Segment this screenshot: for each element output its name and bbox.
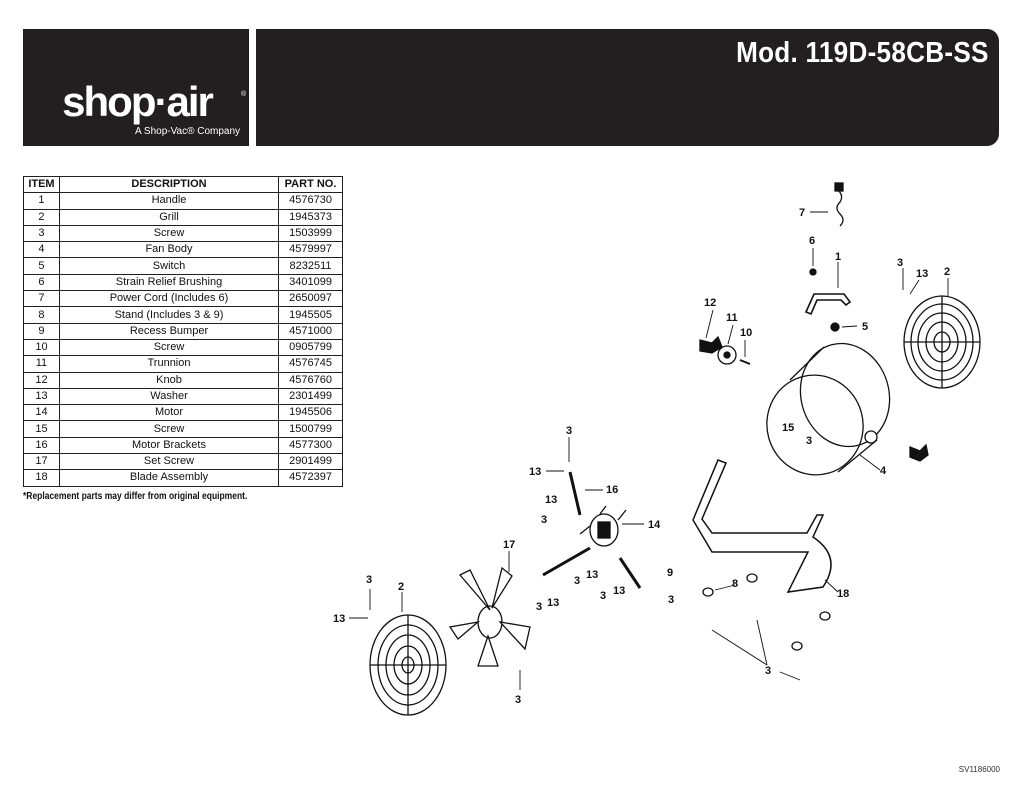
diagram-callout: 3: [515, 694, 521, 706]
part-number: 0905799: [278, 338, 343, 357]
motor-illustration: [579, 505, 627, 547]
part-number: 4576730: [278, 192, 343, 210]
diagram-callout: 3: [566, 425, 572, 437]
part-number: 2650097: [278, 290, 343, 308]
diagram-callout: 12: [704, 297, 716, 309]
grill-right-illustration: [903, 295, 981, 389]
diagram-callout: 14: [648, 519, 661, 531]
diagram-callout: 3: [897, 257, 903, 269]
blade-assembly-illustration: [448, 566, 531, 667]
part-number: 1500799: [278, 420, 343, 438]
item-number: 16: [23, 436, 60, 455]
part-description: Blade Assembly: [58, 469, 280, 487]
diagram-callout: 15: [782, 422, 794, 434]
model-title: Mod. 119D-58CB-SS: [736, 37, 989, 69]
grill-left-illustration: [369, 614, 447, 716]
diagram-callout: 10: [740, 327, 752, 339]
diagram-callout: 5: [862, 321, 868, 333]
part-number: 1503999: [278, 224, 343, 243]
diagram-callout: 18: [837, 588, 849, 600]
stand-illustration: [692, 459, 832, 593]
diagram-callout: 6: [809, 235, 815, 247]
part-number: 4572397: [278, 469, 343, 487]
recess-bumper-illustration: [702, 573, 831, 651]
part-number: 3401099: [278, 273, 343, 292]
handle-illustration: [804, 293, 852, 316]
diagram-callout: 11: [726, 312, 738, 324]
part-description: Washer: [58, 387, 280, 406]
diagram-callout: 8: [732, 578, 738, 590]
diagram-callout: 2: [944, 266, 950, 278]
item-number: 17: [23, 453, 60, 471]
part-number: 2901499: [278, 453, 343, 471]
part-number: 1945505: [278, 306, 343, 324]
brand-tagline: A Shop-Vac® Company: [135, 126, 241, 137]
document-code: SV1186000: [958, 765, 1000, 774]
trunnion-illustration: [717, 345, 737, 365]
diagram-callout: 13: [333, 613, 345, 625]
brand-logo-panel: shop·air ® A Shop-Vac® Company: [23, 29, 249, 146]
knob-right-illustration: [909, 443, 929, 462]
diagram-callout: 1: [835, 251, 841, 263]
part-number: 4579997: [278, 241, 343, 259]
diagram-callout: 3: [765, 665, 771, 677]
diagram-callout: 13: [545, 494, 557, 506]
diagram-callout: 2: [398, 581, 404, 593]
diagram-callout: 3: [806, 435, 812, 447]
diagram-callout: 13: [916, 268, 928, 280]
diagram-callout: 13: [613, 585, 625, 597]
diagram-callout: 3: [541, 514, 547, 526]
diagram-callout: 3: [574, 575, 580, 587]
part-number: 4571000: [278, 322, 343, 340]
power-cord-illustration: [834, 182, 844, 227]
motor-bracket-illustration: [568, 471, 582, 516]
part-description: Strain Relief Brushing: [58, 273, 280, 292]
item-number: 10: [23, 338, 60, 357]
diagram-callout: 13: [529, 466, 541, 478]
part-description: Trunnion: [58, 355, 280, 373]
diagram-callout: 16: [606, 484, 618, 496]
strain-relief-illustration: [809, 268, 817, 276]
diagram-callout: 17: [503, 539, 515, 551]
part-number: 4576745: [278, 355, 343, 373]
registered-mark-icon: ®: [241, 91, 247, 98]
diagram-callout: 13: [547, 597, 559, 609]
diagram-callout: 3: [600, 590, 606, 602]
diagram-callout: 3: [536, 601, 542, 613]
part-description: Recess Bumper: [58, 322, 280, 340]
brand-logo: shop·air: [62, 78, 214, 125]
leader-lines: [349, 211, 949, 690]
footnote: *Replacement parts may differ from origi…: [23, 491, 248, 502]
fan-body-illustration: [766, 342, 891, 476]
diagram-callout: 9: [667, 567, 673, 579]
diagram-callout: 4: [880, 465, 887, 477]
diagram-callout: 13: [586, 569, 598, 581]
item-number: 18: [23, 469, 60, 487]
switch-illustration: [830, 322, 840, 332]
diagram-callout: 3: [668, 594, 674, 606]
screw-10-illustration: [739, 359, 751, 365]
part-number: 4577300: [278, 436, 343, 455]
diagram-callout: 7: [799, 207, 805, 219]
header-bar: Mod. 119D-58CB-SS: [256, 29, 999, 146]
diagram-callout: 3: [366, 574, 372, 586]
